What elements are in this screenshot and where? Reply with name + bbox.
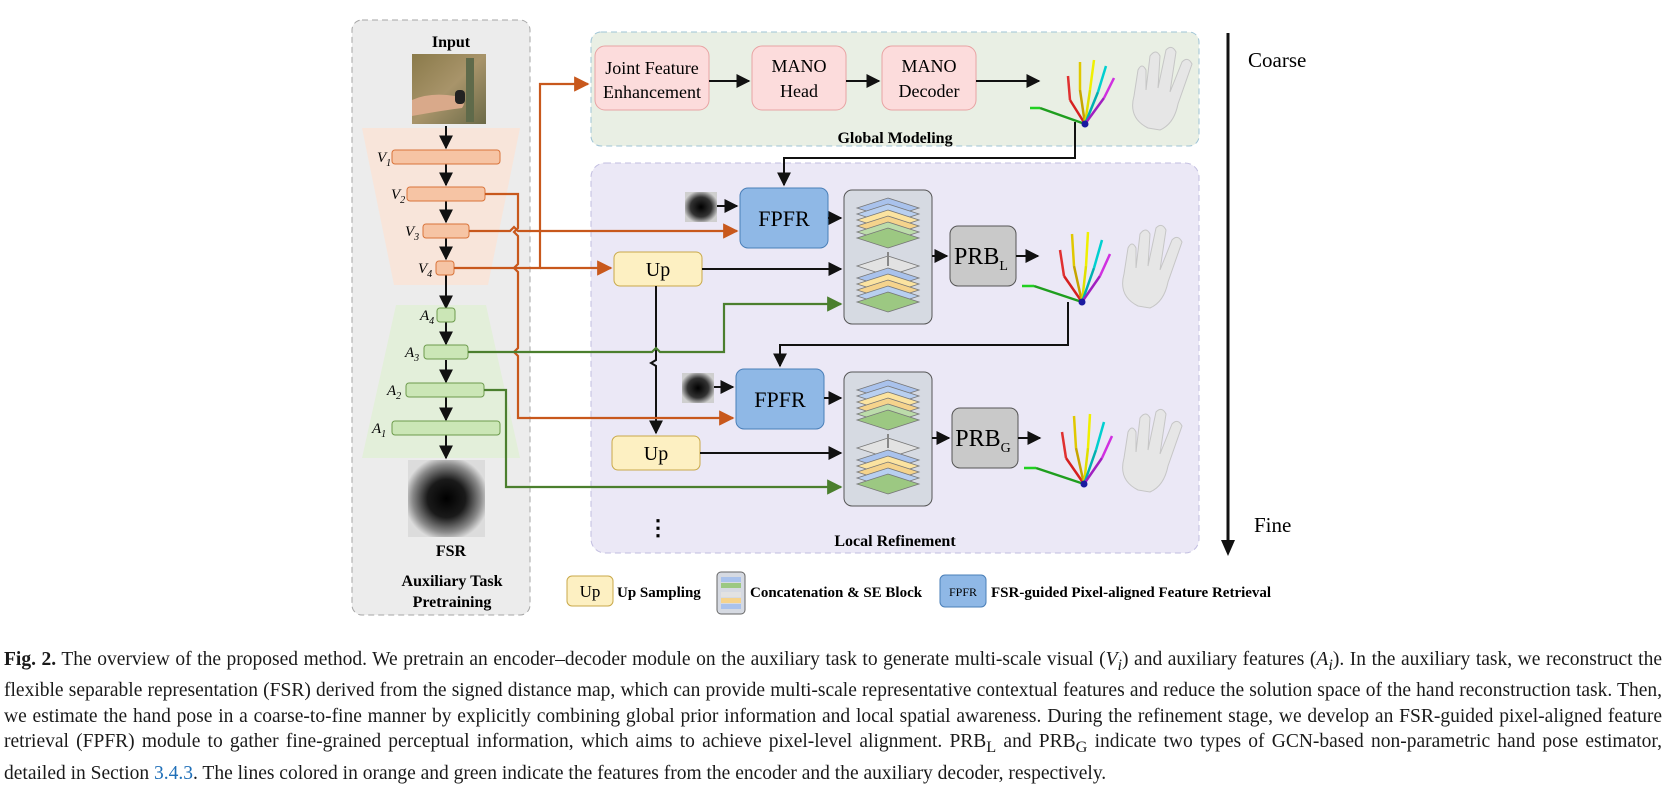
feature-v2 (406, 186, 486, 202)
encoder-trapezoid (362, 128, 520, 285)
orange-line-v4-to-jfe (454, 76, 590, 270)
fsr-label: FSR (436, 543, 467, 560)
mano-decoder-line1: MANO (901, 56, 956, 76)
arrow-up1-to-up2 (649, 286, 663, 435)
legend-fpfr-icon-label: FPFR (949, 585, 977, 599)
concat-se-block-1 (843, 189, 933, 325)
caption-ai-sub: i (1328, 655, 1333, 674)
aux-title-line2: Pretraining (413, 594, 492, 611)
fpfr-label-1: FPFR (758, 206, 810, 231)
arrow-global-pose-to-fpfr1 (777, 122, 1076, 187)
fsr-thumbnail-1 (685, 192, 717, 222)
feature-a3 (423, 344, 469, 360)
method-overview-diagram: Input V1 V2 V3 V4 A4 A3 A2 A1 FSR (351, 19, 1306, 616)
figure-caption: Fig. 2. The overview of the proposed met… (4, 647, 1662, 786)
caption-prbl-sub: L (986, 738, 997, 757)
caption-prbg: PRB (1038, 731, 1076, 753)
caption-part-1: The overview of the proposed method. We … (61, 649, 1106, 670)
prb-g-label: PRBG (955, 426, 1011, 456)
legend-up-text: Up Sampling (617, 585, 701, 601)
mano-head-line2: Head (780, 81, 818, 101)
caption-part-2: ) and auxiliary features ( (1122, 649, 1317, 670)
up-label-1: Up (646, 259, 670, 281)
caption-prbg-sub: G (1075, 738, 1088, 757)
caption-prbl: PRB (949, 731, 987, 753)
feature-v4 (435, 260, 455, 276)
jfe-line1: Joint Feature (605, 58, 698, 78)
caption-vi: V (1105, 649, 1118, 670)
up-label-2: Up (644, 443, 668, 465)
green-line-a2-to-concat2 (484, 388, 843, 495)
input-image (412, 54, 486, 124)
caption-vi-sub: i (1117, 655, 1122, 674)
local-refinement-panel (590, 162, 1200, 554)
feature-a4 (436, 307, 456, 323)
ellipsis-more-stages: ⋮ (647, 515, 669, 540)
caption-ai: A (1316, 649, 1329, 670)
fsr-thumbnail-2 (682, 373, 714, 403)
hand-pose-skeleton-global (1030, 59, 1116, 128)
legend-up-icon-label: Up (580, 582, 601, 601)
input-label: Input (432, 34, 471, 51)
aux-title-line1: Auxiliary Task (402, 573, 503, 590)
hand-mesh-local (1122, 224, 1183, 309)
mano-head-line1: MANO (771, 56, 826, 76)
caption-part-4[interactable]: indicate two types of GCN-based non-para… (4, 731, 1662, 784)
feature-a2 (405, 382, 485, 398)
caption-and: and (996, 731, 1039, 753)
coarse-label: Coarse (1248, 48, 1306, 72)
jfe-line2: Enhancement (603, 82, 701, 102)
feature-a1 (391, 420, 501, 436)
caption-part-3: ). In the auxiliary task, we reconstruct… (4, 649, 1662, 753)
joint-feature-enhancement-box (594, 45, 710, 111)
legend-concat-icon (716, 571, 746, 615)
fine-label: Fine (1254, 513, 1291, 537)
mano-decoder-line2: Decoder (899, 81, 960, 101)
orange-line-v3-to-fpfr1 (469, 223, 739, 239)
mano-decoder-box (881, 45, 977, 111)
hand-mesh-global (1132, 46, 1193, 131)
hand-pose-skeleton-refined (1024, 413, 1114, 488)
legend-concat-text: Concatenation & SE Block (750, 585, 923, 601)
green-line-a3-to-concat1 (468, 296, 843, 354)
caption-section-link[interactable]: 3.4.3 (154, 762, 194, 784)
legend-up-icon (566, 575, 614, 607)
caption-figure-label: Fig. 2. (4, 649, 57, 670)
caption-part-5: . The lines colored in orange and green … (193, 762, 1107, 784)
local-refinement-title: Local Refinement (834, 533, 956, 550)
global-modeling-title: Global Modeling (837, 130, 952, 147)
feature-v1 (391, 149, 501, 165)
prb-l-label: PRBL (954, 244, 1008, 274)
fpfr-label-2: FPFR (754, 387, 806, 412)
mano-head-box (751, 45, 847, 111)
legend-fpfr-icon (939, 574, 987, 608)
feature-v3 (422, 223, 470, 239)
arrow-local-pose-to-fpfr2 (773, 302, 1069, 368)
fsr-output-image (408, 460, 485, 537)
coarse-to-fine-arrowhead (1221, 540, 1235, 556)
hand-mesh-refined (1122, 408, 1183, 493)
hand-pose-skeleton-local (1022, 231, 1112, 306)
concat-se-block-2 (843, 371, 933, 507)
legend-fpfr-text: FSR-guided Pixel-aligned Feature Retriev… (991, 585, 1271, 601)
